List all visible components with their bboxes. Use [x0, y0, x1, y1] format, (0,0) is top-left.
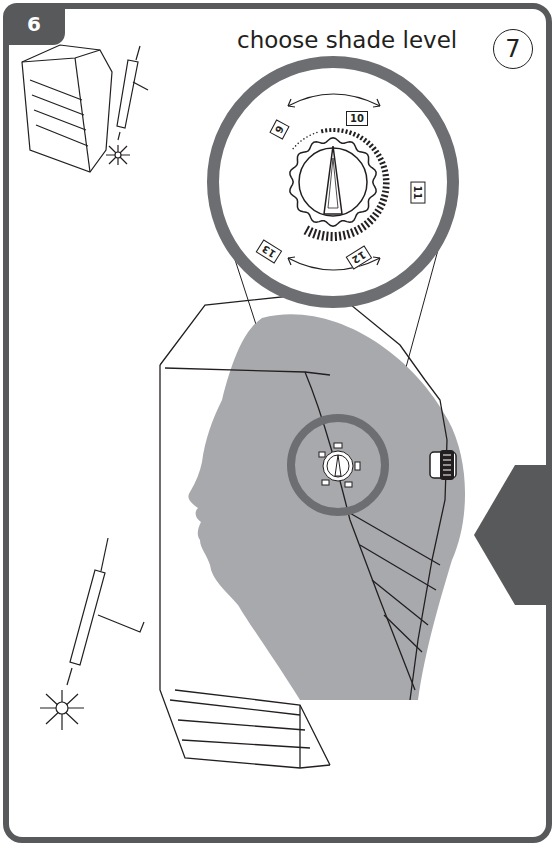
scale-dot: [292, 148, 294, 150]
scale-tick: [369, 144, 373, 148]
step-number: 6: [27, 12, 41, 36]
scale-tick: [353, 132, 355, 136]
shade-number: 12: [350, 249, 368, 266]
scale-tick: [372, 147, 376, 150]
shade-number: 11: [412, 185, 423, 199]
shade-label: 12: [346, 245, 373, 269]
scale-tick: [330, 232, 332, 241]
torch-icon: [106, 46, 148, 165]
scale-tick: [381, 195, 388, 197]
dial-pointer: [328, 158, 338, 208]
scale-tick: [370, 215, 376, 220]
scale-tick: [333, 128, 335, 132]
scale-tick: [383, 174, 389, 177]
scale-tick: [383, 178, 389, 180]
scale-tick: [322, 231, 324, 240]
scale-tick: [360, 136, 363, 140]
scale-tick: [375, 209, 381, 213]
scale-tick: [376, 154, 381, 157]
shade-label: 11: [410, 181, 425, 203]
scale-tick: [313, 229, 316, 238]
scale-dot: [306, 136, 308, 138]
scale-tick: [329, 128, 331, 132]
dial-knob: [290, 138, 376, 226]
scale-tick: [325, 128, 328, 132]
callout-circle: 7: [493, 29, 533, 69]
magnifier-ring: [213, 62, 453, 302]
scale-tick: [374, 151, 379, 154]
scale-dot: [316, 132, 318, 134]
scale-tick: [343, 231, 345, 240]
scale-tick: [335, 232, 337, 241]
scale-dot: [300, 140, 302, 142]
scale-tick: [340, 232, 341, 241]
scale-dot: [309, 134, 311, 136]
small-magnifier-ring: [291, 418, 385, 512]
scale-tick: [381, 166, 387, 168]
scale-tick: [357, 134, 359, 138]
scale-tick: [366, 141, 369, 145]
scale-tick: [350, 131, 352, 135]
scale-tick: [367, 218, 372, 224]
scale-tick: [351, 229, 354, 237]
scale-tick: [382, 170, 388, 171]
scale-tick: [383, 186, 390, 189]
scale-tick: [361, 223, 366, 230]
torch-icon: [40, 538, 144, 730]
scale-tick: [378, 158, 383, 161]
rotation-arrow: [288, 94, 380, 270]
scale-tick: [382, 191, 389, 192]
dial-pointer: [324, 146, 342, 214]
shade-label: 10: [346, 111, 368, 126]
scale-dot: [313, 133, 315, 135]
scale-tick: [377, 206, 383, 210]
helmet-outline: [160, 295, 447, 768]
card-frame: [6, 6, 549, 840]
scale-tick: [341, 129, 344, 133]
scale-tick: [337, 128, 339, 132]
scale-tick: [346, 129, 347, 133]
shade-number: 13: [260, 243, 278, 260]
scale-tick: [380, 199, 387, 201]
scale-tick: [347, 230, 349, 238]
scale-tick: [355, 227, 359, 235]
title: choose shade level: [237, 27, 457, 53]
scale-tick: [321, 129, 324, 133]
scale-tick: [358, 225, 362, 232]
buckle: [430, 450, 456, 480]
scale-tick: [309, 228, 313, 237]
shade-number: 10: [350, 113, 364, 124]
scale-tick: [364, 221, 369, 227]
scale-tick: [380, 162, 386, 164]
scale-tick: [379, 202, 386, 205]
scale-tick: [373, 212, 379, 217]
scale-tick: [326, 232, 329, 241]
helmet-icon: [22, 45, 112, 172]
direction-arrow: [474, 465, 552, 605]
shade-number: 9: [273, 123, 286, 134]
scale-dot: [303, 138, 305, 140]
scale-dot: [297, 143, 299, 145]
shade-dial: [290, 128, 390, 241]
scale-dot: [295, 145, 297, 147]
scale-tick: [318, 230, 320, 239]
scale-tick: [383, 182, 390, 184]
head-silhouette: [188, 314, 465, 700]
scale-tick: [363, 138, 366, 142]
shade-label: 9: [269, 119, 289, 139]
small-dial: [319, 443, 360, 487]
scale-tick: [304, 226, 309, 235]
step-tab: 6: [3, 3, 65, 45]
step-number: 7: [505, 35, 520, 63]
shade-label: 13: [256, 239, 283, 263]
